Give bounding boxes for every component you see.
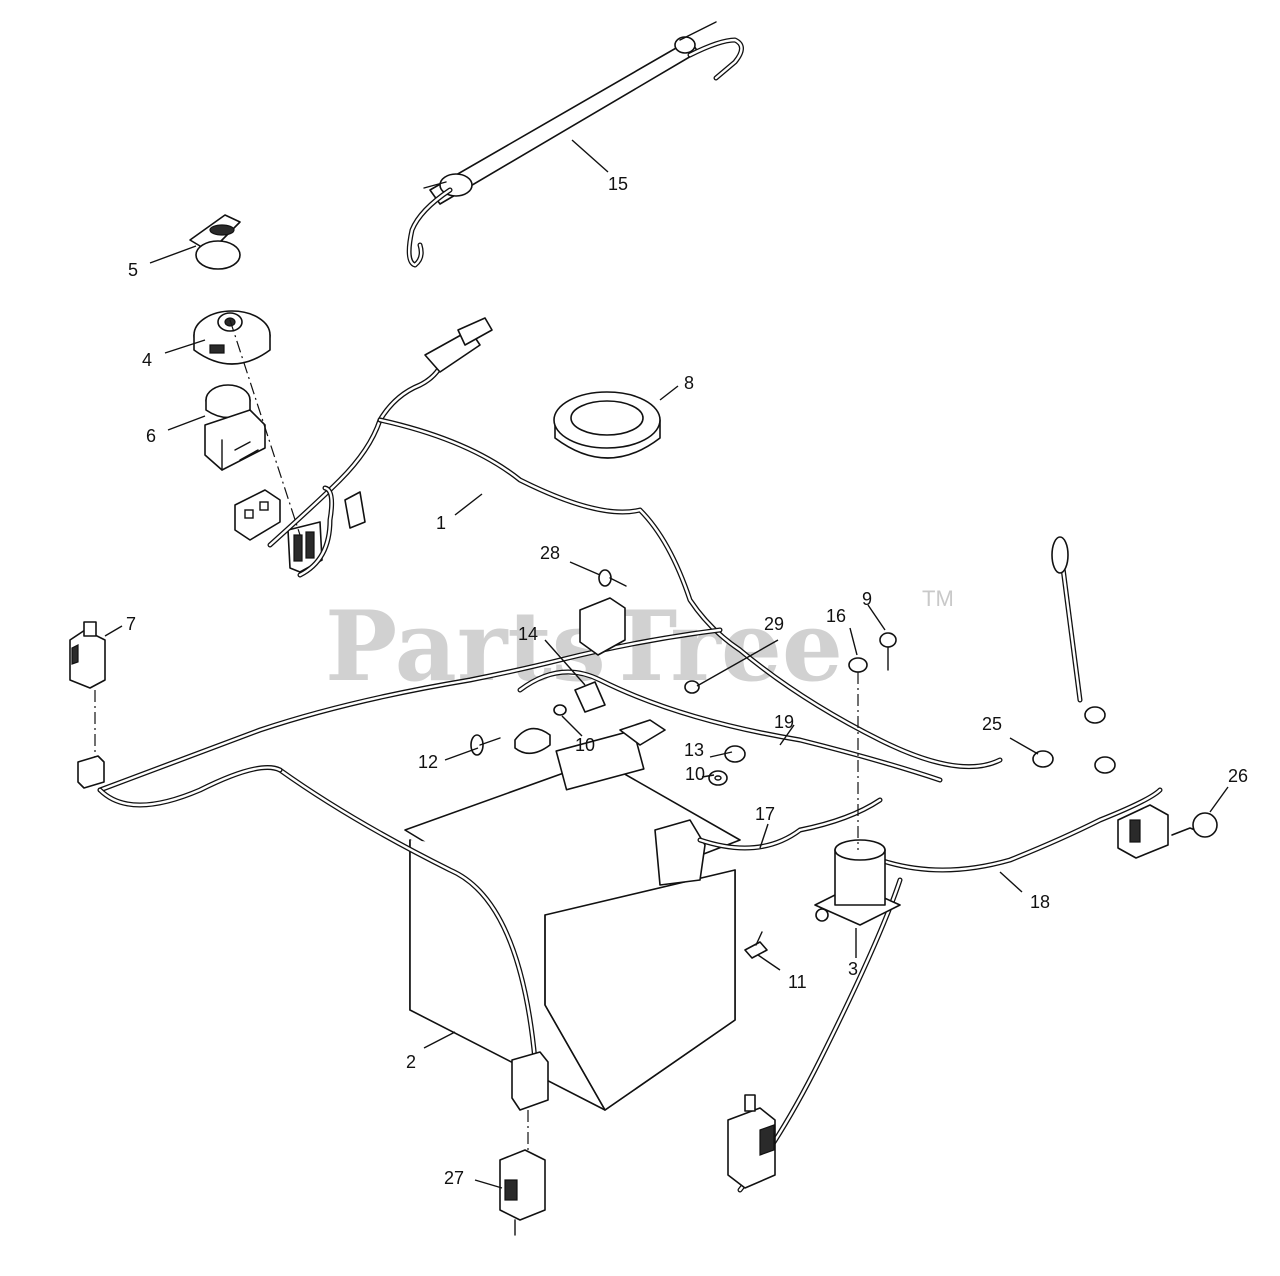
part-19-cable xyxy=(517,669,943,783)
part-5-ignition-key xyxy=(189,214,241,270)
callout-4: 4 xyxy=(142,350,152,370)
battery-bracket xyxy=(514,727,551,755)
callout-17: 17 xyxy=(755,804,775,824)
right-connector xyxy=(1117,804,1169,859)
switch-connectors xyxy=(234,489,323,573)
callout-11: 11 xyxy=(788,972,807,992)
callout-15: 15 xyxy=(608,174,628,194)
callout-3: 3 xyxy=(848,959,858,979)
part-4-ignition-switch xyxy=(193,310,271,365)
callout-26: 26 xyxy=(1228,766,1248,786)
part-15-hitch-rod xyxy=(406,21,744,268)
part-9-bolt xyxy=(879,632,897,671)
part-7-seat-switch xyxy=(69,621,106,789)
part-17-battery-cable xyxy=(697,797,883,851)
callout-16: 16 xyxy=(826,606,846,626)
callout-6: 6 xyxy=(146,426,156,446)
callout-14: 14 xyxy=(518,624,538,644)
callout-8: 8 xyxy=(684,373,694,393)
part-6-pto-switch xyxy=(204,384,266,471)
callout-7: 7 xyxy=(126,614,136,634)
callout-1: 1 xyxy=(436,513,446,533)
part-10-washer-a xyxy=(553,704,567,716)
part-8-cover xyxy=(553,391,661,459)
part-2-battery xyxy=(404,729,741,1111)
callout-10-b: 10 xyxy=(685,764,705,784)
part-lower-right-switch xyxy=(727,1094,776,1189)
part-16-spacer xyxy=(848,657,868,850)
callouts: 15 5 4 6 8 1 28 7 14 29 16 9 12 10 13 10… xyxy=(126,174,1248,1188)
part-26-bolt xyxy=(1171,812,1218,838)
part-3-solenoid xyxy=(814,839,901,926)
part-18-cable xyxy=(877,787,1163,873)
part-28-bolt xyxy=(598,569,627,587)
part-13-nut xyxy=(724,745,746,763)
assembly-axis-switch xyxy=(229,319,301,536)
part-10-washer-b xyxy=(708,770,728,786)
terminal-block xyxy=(619,719,666,746)
callout-9: 9 xyxy=(862,589,872,609)
callout-5: 5 xyxy=(128,260,138,280)
callout-19: 19 xyxy=(774,712,794,732)
part-1-wiring-harness xyxy=(267,317,1003,770)
part-29-nut xyxy=(684,680,700,694)
callout-29: 29 xyxy=(764,614,784,634)
watermark-trademark: TM xyxy=(922,586,954,611)
callout-25: 25 xyxy=(982,714,1002,734)
leader-lines xyxy=(104,139,1229,1189)
ground-terminal xyxy=(1051,536,1116,774)
part-11-bolt xyxy=(744,931,768,959)
callout-10-a: 10 xyxy=(575,735,595,755)
callout-28: 28 xyxy=(540,543,560,563)
callout-2: 2 xyxy=(406,1052,416,1072)
callout-12: 12 xyxy=(418,752,438,772)
part-25-nut xyxy=(1032,750,1054,768)
callout-18: 18 xyxy=(1030,892,1050,912)
callout-27: 27 xyxy=(444,1168,464,1188)
part-27-switch xyxy=(499,1051,549,1236)
part-14-relay xyxy=(574,597,626,713)
callout-13: 13 xyxy=(684,740,704,760)
part-12-bolt xyxy=(470,734,501,756)
